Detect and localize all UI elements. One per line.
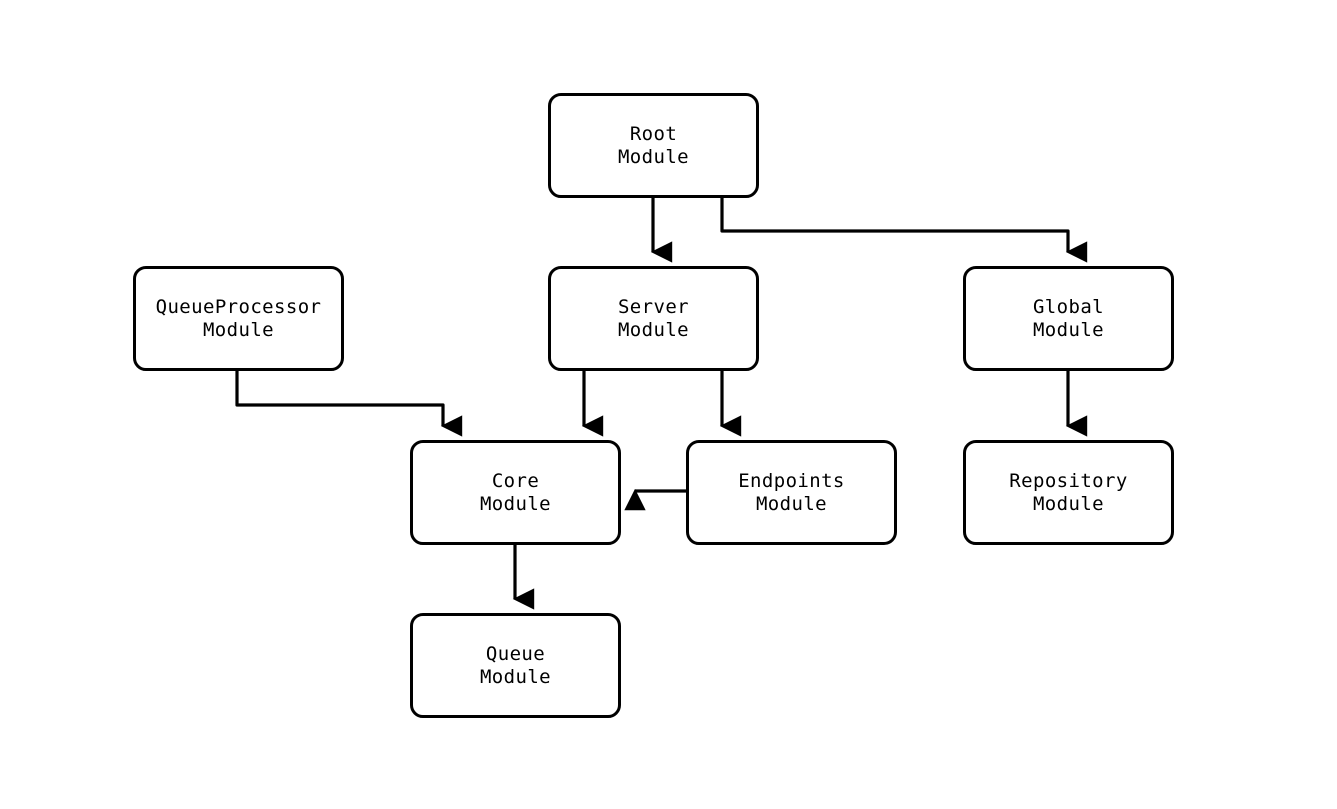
edge-root-global [720,198,1088,263]
node-server[interactable]: Server Module [548,266,759,371]
node-queue[interactable]: Queue Module [410,613,621,718]
node-queue-label: Queue Module [479,643,552,688]
node-server-label: Server Module [617,296,690,341]
node-queueprocessor[interactable]: QueueProcessor Module [133,266,344,371]
node-core-label: Core Module [479,470,552,515]
node-global-label: Global Module [1032,296,1105,341]
node-global[interactable]: Global Module [963,266,1174,371]
node-endpoints-label: Endpoints Module [738,470,845,515]
edge-queueprocessor-core [235,371,463,437]
node-core[interactable]: Core Module [410,440,621,545]
node-queueprocessor-label: QueueProcessor Module [155,296,322,341]
node-root[interactable]: Root Module [548,93,759,198]
node-endpoints[interactable]: Endpoints Module [686,440,897,545]
node-root-label: Root Module [617,123,690,168]
node-repository-label: Repository Module [1009,470,1128,515]
node-repository[interactable]: Repository Module [963,440,1174,545]
